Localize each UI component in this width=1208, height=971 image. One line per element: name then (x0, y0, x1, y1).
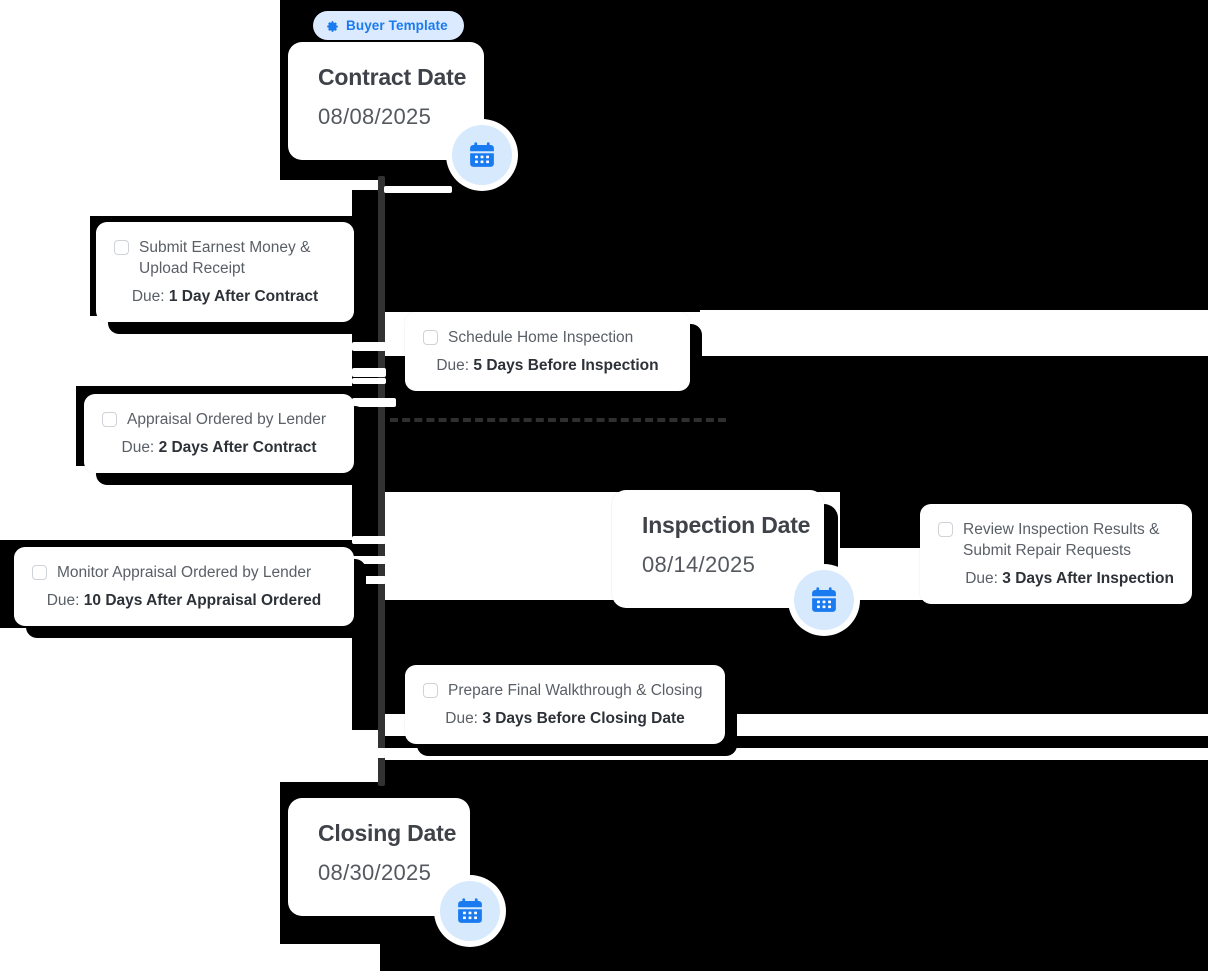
task-card-appraisal-ordered-by-lender[interactable]: Appraisal Ordered by Lender Due: 2 Days … (84, 394, 354, 474)
task-due-value: 3 Days Before Closing Date (482, 710, 685, 728)
task-due-label: Due: (46, 592, 80, 610)
shadow-block-right-lower (1196, 486, 1208, 616)
task-due: Due: 2 Days After Contract (102, 439, 336, 457)
task-due-label: Due: (131, 288, 165, 306)
milestone-title: Inspection Date (642, 512, 811, 538)
task-title: Schedule Home Inspection (448, 329, 634, 346)
connector-task-2 (352, 368, 386, 377)
calendar-icon (809, 585, 839, 615)
connector-task-8 (352, 748, 386, 758)
milestone-date: 08/30/2025 (318, 859, 432, 885)
task-card-monitor-appraisal-ordered-by-lender[interactable]: Monitor Appraisal Ordered by Lender Due:… (14, 547, 354, 627)
shadow-block-upper-right (380, 0, 1208, 312)
milestone-date: 08/08/2025 (318, 103, 432, 129)
connector-task-4 (352, 398, 396, 407)
task-due: Due: 1 Day After Contract (114, 288, 336, 306)
task-card-prepare-final-walkthrough[interactable]: Prepare Final Walkthrough & Closing Due:… (405, 665, 725, 745)
task-checkbox[interactable] (423, 330, 438, 345)
task-due: Due: 3 Days After Inspection (938, 570, 1174, 588)
task-due-value: 2 Days After Contract (158, 439, 317, 457)
task-card-submit-earnest-money[interactable]: Submit Earnest Money & Upload Receipt Du… (96, 222, 354, 323)
task-title: Monitor Appraisal Ordered by Lender (57, 564, 312, 581)
task-card-schedule-home-inspection[interactable]: Schedule Home Inspection Due: 5 Days Bef… (405, 312, 690, 392)
task-due-label: Due: (436, 357, 470, 375)
task-card-review-inspection-results[interactable]: Review Inspection Results & Submit Repai… (920, 504, 1192, 605)
task-title: Review Inspection Results & Submit Repai… (963, 521, 1160, 560)
timeline-spine (378, 176, 385, 786)
shadow-block-band-right-1 (700, 310, 1208, 358)
gear-icon (326, 19, 339, 32)
connector-contract-stub (384, 186, 452, 193)
shadow-block-bottom (380, 760, 1208, 971)
calendar-icon-bubble-contract[interactable] (446, 119, 518, 191)
task-due-label: Due: (445, 710, 478, 728)
connector-task-1 (352, 342, 386, 351)
task-due-value: 5 Days Before Inspection (473, 357, 659, 375)
task-due-value: 10 Days After Appraisal Ordered (83, 592, 322, 610)
milestone-title: Contract Date (318, 64, 467, 90)
connector-task-6 (352, 556, 386, 564)
buyer-template-badge[interactable]: Buyer Template (313, 11, 464, 40)
task-due-label: Due: (965, 570, 998, 588)
task-title: Submit Earnest Money & Upload Receipt (139, 239, 311, 278)
connector-task-7 (352, 576, 386, 584)
task-due: Due: 5 Days Before Inspection (423, 357, 672, 375)
task-due-value: 3 Days After Inspection (1002, 570, 1174, 588)
connector-task-3 (352, 378, 386, 384)
connector-task-5 (352, 536, 386, 544)
dashed-connector-rail (390, 418, 726, 422)
task-title: Appraisal Ordered by Lender (127, 411, 327, 428)
calendar-icon (455, 896, 485, 926)
task-checkbox[interactable] (938, 522, 953, 537)
task-checkbox[interactable] (32, 565, 47, 580)
task-due-value: 1 Day After Contract (168, 288, 319, 306)
calendar-icon-bubble-closing[interactable] (434, 875, 506, 947)
calendar-icon (467, 140, 497, 170)
task-checkbox[interactable] (102, 412, 117, 427)
task-checkbox[interactable] (114, 240, 129, 255)
task-title: Prepare Final Walkthrough & Closing (448, 682, 703, 699)
task-due: Due: 3 Days Before Closing Date (423, 710, 707, 728)
task-due: Due: 10 Days After Appraisal Ordered (32, 592, 336, 610)
milestone-title: Closing Date (318, 820, 457, 846)
task-due-label: Due: (121, 439, 155, 457)
milestone-date: 08/14/2025 (642, 551, 756, 577)
task-checkbox[interactable] (423, 683, 438, 698)
buyer-template-badge-label: Buyer Template (346, 18, 448, 33)
calendar-icon-bubble-inspection[interactable] (788, 564, 860, 636)
